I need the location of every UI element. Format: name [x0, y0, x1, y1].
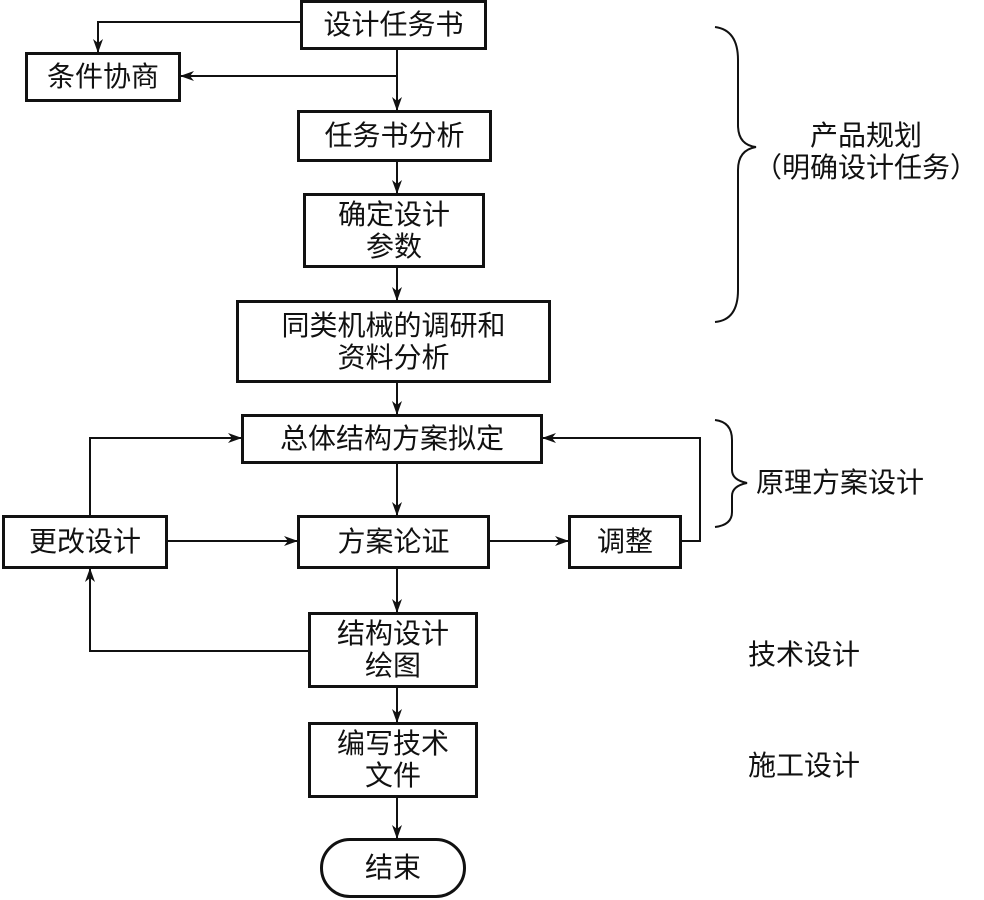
- brace-principle: [714, 419, 748, 528]
- node-label: 总体结构方案拟定: [279, 422, 504, 455]
- node-label: 设计任务书: [323, 8, 464, 41]
- arrow-task-to-negotiate: [93, 21, 300, 53]
- arrow-adjust-to-overall: [542, 433, 701, 542]
- node-negotiate: 条件协商: [25, 52, 181, 102]
- node-label: 结束: [364, 851, 421, 884]
- node-params: 确定设计参数: [303, 193, 485, 268]
- arrow-struct-to-change: [85, 568, 308, 652]
- stage-planning: 产品规划 （明确设计任务）: [752, 120, 980, 184]
- node-label: 任务书分析: [324, 119, 465, 152]
- node-label: 调整: [596, 525, 653, 558]
- node-label: 结构设计: [336, 617, 449, 650]
- node-label: 资料分析: [337, 340, 450, 374]
- node-label: 文件: [364, 759, 421, 792]
- node-change: 更改设计: [2, 515, 168, 569]
- node-end: 结束: [320, 838, 466, 898]
- node-label: 绘图: [364, 649, 421, 682]
- node-task-book: 设计任务书: [300, 0, 487, 50]
- node-label: 方案论证: [337, 525, 450, 558]
- arrow-change-to-overall: [89, 433, 242, 515]
- node-tech-docs: 编写技术文件: [308, 722, 478, 798]
- stage-construction: 施工设计: [748, 749, 861, 782]
- node-label: 参数: [365, 229, 422, 263]
- node-label: 确定设计: [337, 197, 450, 231]
- brace-planning: [714, 26, 757, 323]
- node-label: 条件协商: [46, 60, 159, 93]
- node-research: 同类机械的调研和资料分析: [236, 300, 551, 383]
- node-overall: 总体结构方案拟定: [241, 414, 543, 464]
- node-label: 更改设计: [28, 525, 141, 558]
- node-label: 同类机械的调研和: [281, 308, 506, 342]
- node-demonstrate: 方案论证: [297, 515, 490, 569]
- stage-planning-subtitle: （明确设计任务）: [753, 151, 978, 184]
- node-adjust: 调整: [568, 515, 682, 569]
- node-label: 编写技术: [336, 727, 449, 760]
- node-struct-design: 结构设计绘图: [308, 612, 478, 688]
- node-task-analysis: 任务书分析: [297, 110, 492, 162]
- stage-planning-title: 产品规划: [809, 119, 922, 152]
- stage-technical: 技术设计: [748, 638, 861, 671]
- stage-principle: 原理方案设计: [756, 466, 925, 499]
